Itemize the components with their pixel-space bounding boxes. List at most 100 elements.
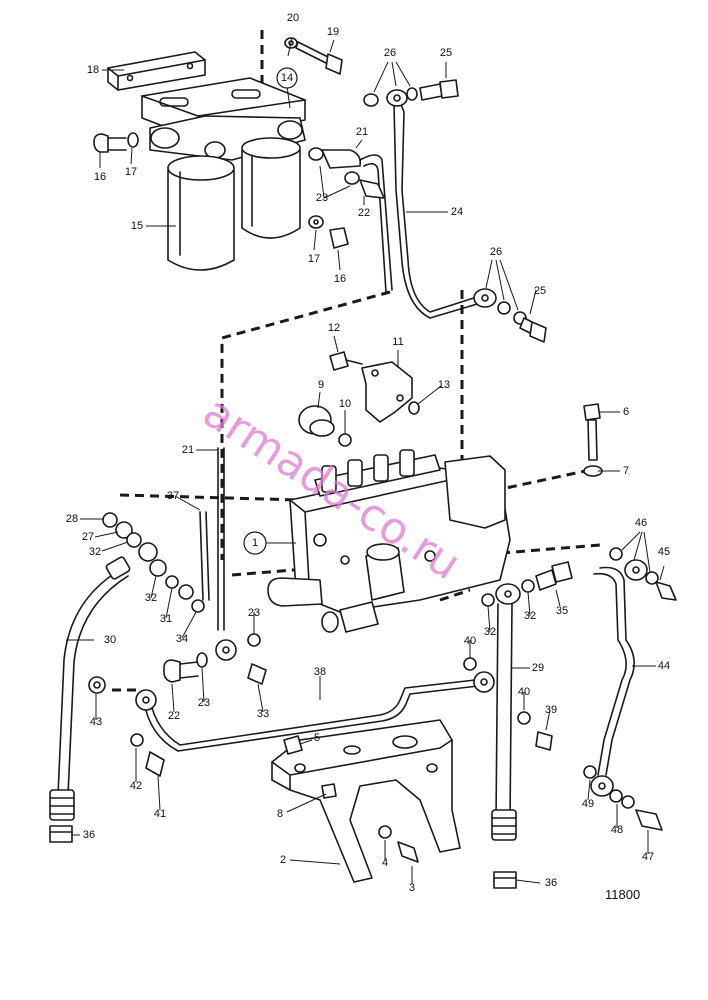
bolt-25-bottom [519,317,547,343]
fuel-filter-15 [167,155,235,271]
bolt-47 [635,809,663,831]
callout-40-bottom: 40 [518,686,530,698]
callout-16-top: 16 [94,171,106,183]
callout-32-a: 32 [89,546,101,558]
banjo-fitting-26-bottom [473,288,527,325]
dipstick-37 [199,511,210,601]
bolt-16-top [93,133,127,153]
callout-6: 6 [623,406,629,418]
callout-32-c: 32 [484,626,496,638]
callout-13: 13 [438,379,450,391]
callout-16-bottom: 16 [334,273,346,285]
callout-36-left: 36 [83,829,95,841]
callout-33: 33 [257,708,269,720]
fuel-pipe-38 [135,671,495,752]
bolt-22-top [359,179,385,199]
bolt-41 [145,751,165,777]
callout-21-bottom: 21 [182,444,194,456]
washer-23-bottom [196,652,208,668]
fuel-pipe-44 [590,547,659,797]
bolt-16-bottom [329,227,349,249]
nut-36-right [493,871,517,889]
drawing-number: 11800 [605,887,640,902]
callout-29: 29 [532,662,544,674]
pump-bracket-2 [271,719,461,883]
callout-7: 7 [623,465,629,477]
callout-23-top: 23 [316,192,328,204]
callout-3: 3 [409,882,415,894]
callout-22-top: 22 [358,207,370,219]
callout-26-bottom: 26 [490,246,502,258]
callout-46: 46 [635,517,647,529]
callout-24: 24 [451,206,463,218]
callout-20: 20 [287,12,299,24]
callout-21-top: 21 [356,126,368,138]
callout-36-right: 36 [545,877,557,889]
callout-18: 18 [87,64,99,76]
callout-17-top: 17 [125,166,137,178]
banjo-stack-27-28 [102,512,158,562]
bracket-plate-18 [107,51,206,91]
callout-48: 48 [611,824,623,836]
callout-15: 15 [131,220,143,232]
washer-23-mid [247,633,261,647]
callout-32-b: 32 [145,592,157,604]
callout-38: 38 [314,666,326,678]
callout-11: 11 [392,336,403,348]
callout-10: 10 [339,398,351,410]
washer-40-top [463,657,477,671]
callout-25-top: 25 [440,47,452,59]
callout-17-bottom: 17 [308,253,320,265]
bracket-11 [361,361,413,423]
fuel-hose-30 [49,556,131,821]
callout-49: 49 [582,798,594,810]
callout-12: 12 [328,322,340,334]
cap-9 [298,405,335,437]
bolt-39 [535,731,553,751]
fuel-hose-29 [491,603,517,841]
callout-37: 37 [167,490,179,502]
washer-49 [583,765,597,779]
callout-5: 5 [314,732,320,744]
washer-40-bottom [517,711,531,725]
callout-circle-1 [243,531,267,555]
washer-4 [378,825,392,839]
banjo-fitting-29-top [481,579,535,607]
callout-31: 31 [160,613,172,625]
banjo-fittings-31-32 [149,559,205,613]
callout-numbers: 20 19 18 14 26 25 16 17 21 23 22 15 24 1… [66,12,670,894]
callout-22-bottom: 22 [168,710,180,722]
washer-17-top [127,132,139,148]
callout-44: 44 [658,660,670,672]
callout-19: 19 [327,26,339,38]
bolt-35 [535,561,573,591]
callout-23-mid: 23 [248,607,260,619]
nut-36-left [49,825,73,843]
washer-42 [130,733,144,747]
bolt-33 [247,663,267,685]
callout-8: 8 [277,808,283,820]
fuel-pipe-24 [393,101,485,319]
banjo-fitting-21-top [308,147,393,293]
callout-9: 9 [318,379,324,391]
callout-14: 14 [281,72,293,84]
callout-35: 35 [556,605,568,617]
callout-28: 28 [66,513,78,525]
assembly-dashed-lines [112,30,601,692]
washers-48 [609,789,635,809]
callout-32-d: 32 [524,610,536,622]
callout-25-bottom: 25 [534,285,546,297]
callout-45: 45 [658,546,670,558]
callout-34: 34 [176,633,188,645]
fuel-pipe-21-lower [217,447,225,631]
callout-39: 39 [545,704,557,716]
washer-23-top [344,171,360,185]
callout-2: 2 [280,854,286,866]
callout-circle-14 [276,67,298,89]
banjo-fitting-26-top [363,87,418,107]
callout-42: 42 [130,780,142,792]
callout-26-top: 26 [384,47,396,59]
callout-40-top: 40 [464,635,476,647]
washer-13 [408,401,420,415]
